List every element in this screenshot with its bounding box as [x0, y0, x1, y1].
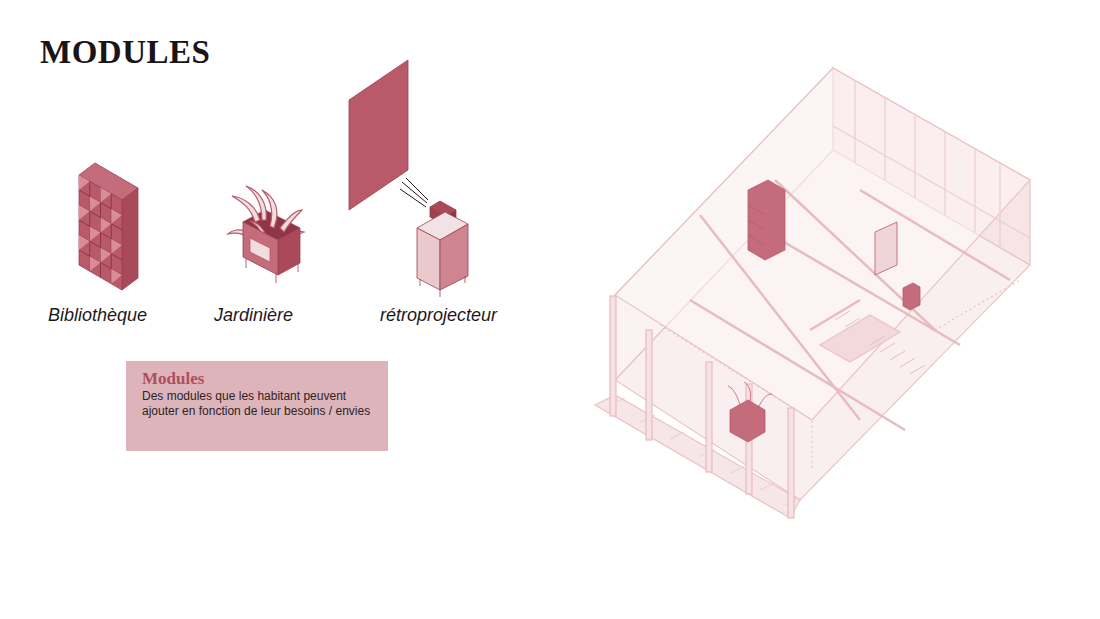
projector-icon [349, 60, 468, 297]
box-heading: Modules [142, 370, 374, 388]
module-label: rétroprojecteur [380, 305, 497, 327]
module-label: Bibliothèque [48, 305, 147, 327]
planter-icon [228, 186, 304, 283]
info-box: ModulesDes modules que les habitant peuv… [126, 361, 388, 451]
floor-plan [595, 68, 1030, 518]
page-title: MODULES [40, 36, 210, 69]
box-body: Des modules que les habitant peuvent ajo… [142, 389, 374, 419]
bookshelf-icon [79, 163, 138, 290]
module-label: Jardinière [214, 305, 293, 327]
